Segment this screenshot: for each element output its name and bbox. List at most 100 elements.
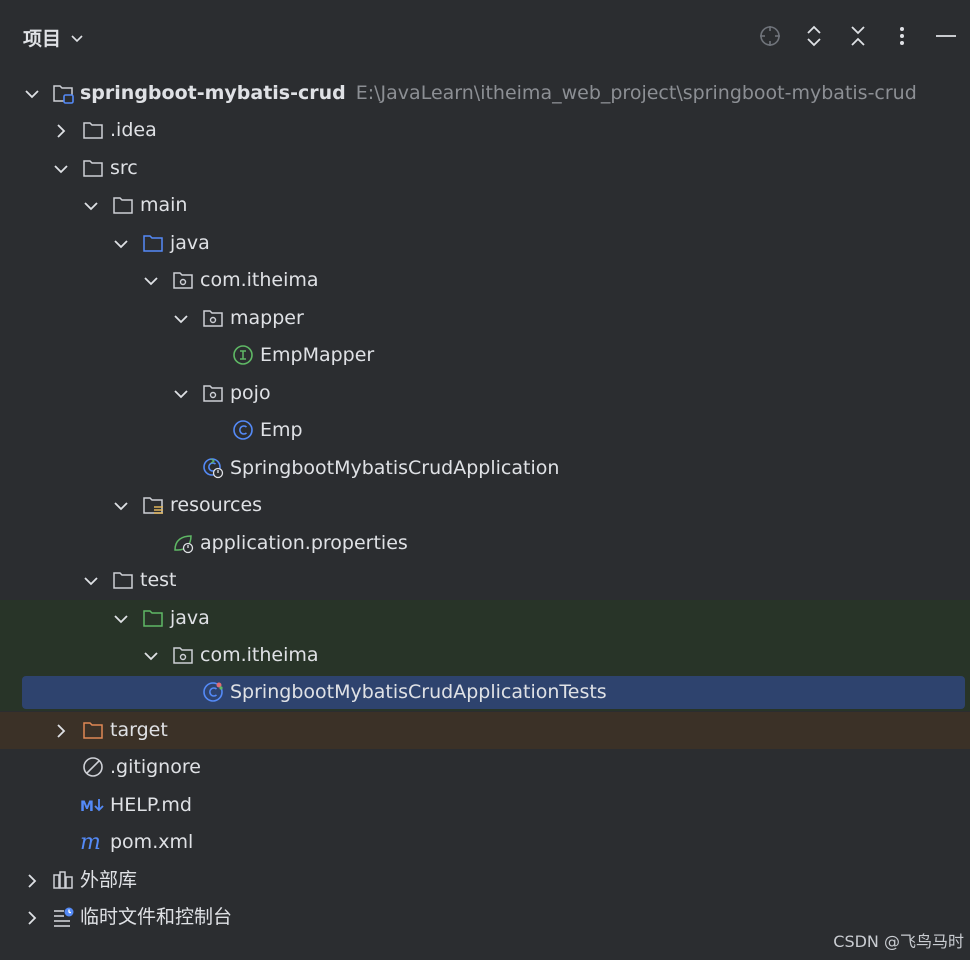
selection-highlight — [22, 676, 965, 709]
tree-label: mapper — [230, 307, 304, 329]
expand-all-button[interactable] — [798, 20, 830, 52]
project-view-selector[interactable]: 项目 — [23, 24, 85, 51]
crosshair-icon — [760, 26, 780, 46]
tree-node-application-properties[interactable]: application.properties — [0, 525, 970, 562]
ignore-file-icon — [83, 757, 103, 777]
tree-node-main-package[interactable]: com.itheima — [0, 262, 970, 299]
chevron-right-icon[interactable] — [23, 909, 41, 927]
chevron-down-icon[interactable] — [82, 197, 100, 215]
chevron-right-icon[interactable] — [52, 722, 70, 740]
chevron-down-icon[interactable] — [112, 497, 130, 515]
class-icon — [233, 420, 253, 440]
source-folder-icon — [143, 235, 163, 252]
tree-node-root[interactable]: springboot-mybatis-crud E:\JavaLearn\ithe… — [0, 75, 970, 112]
chevron-down-icon[interactable] — [172, 310, 190, 328]
tree-label: Emp — [260, 419, 303, 441]
tree-label: 临时文件和控制台 — [80, 906, 233, 928]
panel-header: 项目 — [0, 0, 970, 72]
folder-icon — [113, 572, 133, 589]
tree-node-mapper[interactable]: mapper — [0, 300, 970, 337]
chevron-down-icon[interactable] — [82, 572, 100, 590]
tree-node-test[interactable]: test — [0, 562, 970, 599]
chevron-down-icon — [71, 34, 83, 42]
tree-node-external-libraries[interactable]: 外部库 — [0, 862, 970, 899]
collapse-all-icon — [851, 26, 865, 46]
library-icon — [53, 871, 73, 889]
tree-label: resources — [170, 494, 263, 516]
panel-toolbar — [754, 20, 962, 52]
interface-icon — [233, 345, 253, 365]
tree-label: HELP.md — [110, 794, 192, 816]
tree-label: SpringbootMybatisCrudApplication — [230, 457, 560, 479]
chevron-down-icon[interactable] — [52, 160, 70, 178]
tree-label: com.itheima — [200, 269, 319, 291]
package-icon — [173, 272, 193, 289]
collapse-all-button[interactable] — [842, 20, 874, 52]
svg-text:M: M — [80, 799, 94, 815]
maven-icon: m — [80, 831, 101, 853]
tree-label: 外部库 — [80, 869, 138, 891]
hide-button[interactable] — [930, 20, 962, 52]
test-folder-icon — [143, 610, 163, 627]
tree-node-emp-mapper[interactable]: EmpMapper — [0, 337, 970, 374]
tree-label: src — [110, 157, 138, 179]
tree-node-main[interactable]: main — [0, 187, 970, 224]
excluded-folder-icon — [83, 722, 103, 739]
tree-node-src[interactable]: src — [0, 150, 970, 187]
tree-label: springboot-mybatis-crud — [80, 82, 346, 104]
tree-node-pom-xml[interactable]: m pom.xml — [0, 824, 970, 861]
tree-node-application[interactable]: SpringbootMybatisCrudApplication — [0, 450, 970, 487]
tree-label: .idea — [110, 119, 157, 141]
chevron-down-icon[interactable] — [142, 647, 160, 665]
chevron-down-icon[interactable] — [23, 85, 41, 103]
tree-label: application.properties — [200, 532, 408, 554]
tree-label: EmpMapper — [260, 344, 375, 366]
chevron-down-icon[interactable] — [112, 235, 130, 253]
tree-node-application-tests[interactable]: SpringbootMybatisCrudApplicationTests — [0, 674, 970, 711]
package-icon — [203, 310, 223, 327]
markdown-icon: M — [80, 799, 104, 815]
tree-node-emp[interactable]: Emp — [0, 412, 970, 449]
test-class-icon — [203, 682, 223, 702]
root-path: E:\JavaLearn\itheima_web_project\springb… — [355, 82, 917, 104]
tree-label: com.itheima — [200, 644, 319, 666]
chevron-right-icon[interactable] — [23, 872, 41, 890]
spring-boot-class-icon — [203, 458, 224, 479]
more-vertical-icon — [900, 27, 904, 45]
module-folder-icon — [53, 85, 74, 104]
tree-label: java — [170, 232, 210, 254]
tree-node-pojo[interactable]: pojo — [0, 375, 970, 412]
tree-node-scratches[interactable]: 临时文件和控制台 — [0, 899, 970, 936]
tree-node-target[interactable]: target — [0, 712, 970, 749]
tree-label: main — [140, 194, 188, 216]
chevron-down-icon[interactable] — [172, 385, 190, 403]
panel-title: 项目 — [23, 28, 62, 50]
folder-icon — [113, 197, 133, 214]
tree-node-test-package[interactable]: com.itheima — [0, 637, 970, 674]
chevron-right-icon[interactable] — [52, 122, 70, 140]
package-icon — [173, 647, 193, 664]
folder-icon — [83, 160, 103, 177]
tree-node-help-md[interactable]: M HELP.md — [0, 787, 970, 824]
tree-label: SpringbootMybatisCrudApplicationTests — [230, 681, 607, 703]
spring-properties-icon — [174, 535, 194, 554]
tree-node-idea[interactable]: .idea — [0, 112, 970, 149]
tree-node-main-java[interactable]: java — [0, 225, 970, 262]
expand-all-icon — [807, 25, 821, 47]
watermark: CSDN @飞鸟马时 — [833, 932, 964, 951]
tree-label: target — [110, 719, 168, 741]
tree-label: java — [170, 607, 210, 629]
tree-label: test — [140, 569, 177, 591]
tree-node-gitignore[interactable]: .gitignore — [0, 749, 970, 786]
minimize-icon — [936, 35, 956, 37]
resources-folder-icon — [143, 497, 163, 514]
options-button[interactable] — [886, 20, 918, 52]
svg-text:m: m — [80, 831, 101, 853]
locate-button[interactable] — [754, 20, 786, 52]
package-icon — [203, 385, 223, 402]
chevron-down-icon[interactable] — [142, 272, 160, 290]
tree-node-test-java[interactable]: java — [0, 600, 970, 637]
chevron-down-icon[interactable] — [112, 610, 130, 628]
tree-node-resources[interactable]: resources — [0, 487, 970, 524]
